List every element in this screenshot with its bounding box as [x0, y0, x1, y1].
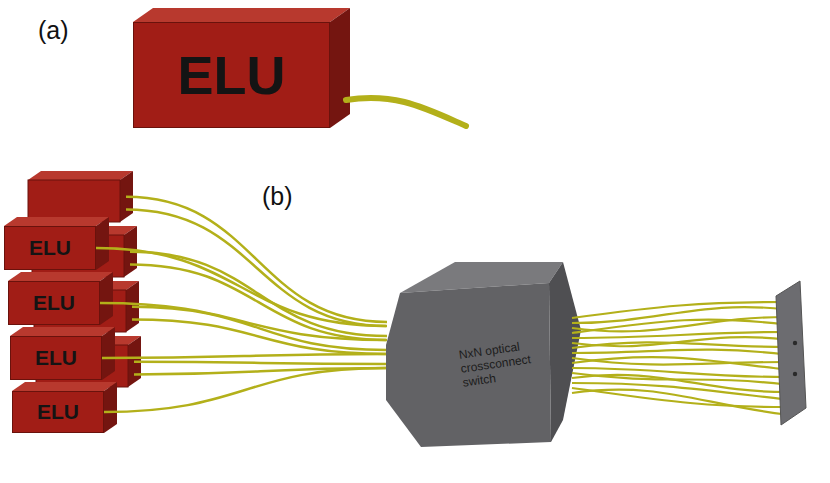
elu-box-top [8, 272, 113, 281]
output-plate [776, 281, 806, 425]
panel-label: (b) [262, 182, 293, 211]
elu-box-side [96, 217, 109, 270]
switch-label: NxN optical crossconnect switch [458, 338, 545, 390]
elu-box: ELU [10, 336, 102, 380]
elu-box: ELU [12, 391, 104, 433]
plate-hole [793, 372, 797, 376]
elu-box-top [4, 217, 109, 226]
unit-label: ELU [37, 400, 79, 424]
elu-box-top [12, 382, 117, 391]
optical-fiber [100, 303, 386, 340]
optical-fiber [104, 368, 386, 412]
elu-cable [346, 98, 466, 126]
unit-label: ELU [35, 346, 77, 370]
optical-fiber [572, 320, 786, 333]
unit-label: ELU [178, 44, 286, 106]
optical-fiber [132, 307, 387, 350]
elu-box-side [102, 327, 115, 380]
plate-hole [793, 341, 797, 345]
optical-fiber [572, 350, 786, 355]
optical-fiber [572, 342, 786, 348]
optical-fiber [572, 383, 786, 400]
elu-back-front [28, 180, 120, 222]
switch-front [386, 283, 551, 447]
elu-box-side [330, 8, 350, 128]
optical-fiber [572, 302, 786, 318]
elu-box: ELU [4, 226, 96, 270]
panel-label: (a) [38, 16, 69, 45]
optical-fiber [572, 390, 786, 415]
unit-label: ELU [29, 236, 71, 260]
optical-fiber [96, 248, 386, 326]
crossconnect-switch: NxN optical crossconnect switch [386, 283, 550, 445]
unit-label: ELU [33, 291, 75, 315]
optical-fiber [134, 362, 387, 364]
elu-box-side [104, 382, 117, 433]
elu-box: ELU [8, 281, 100, 325]
elu-box: ELU [133, 22, 330, 128]
elu-back-top [28, 171, 133, 180]
optical-fiber [126, 197, 387, 322]
optical-fiber [102, 354, 386, 358]
elu-box-side [100, 272, 113, 325]
elu-box-top [133, 8, 350, 22]
elu-box-top [10, 327, 115, 336]
